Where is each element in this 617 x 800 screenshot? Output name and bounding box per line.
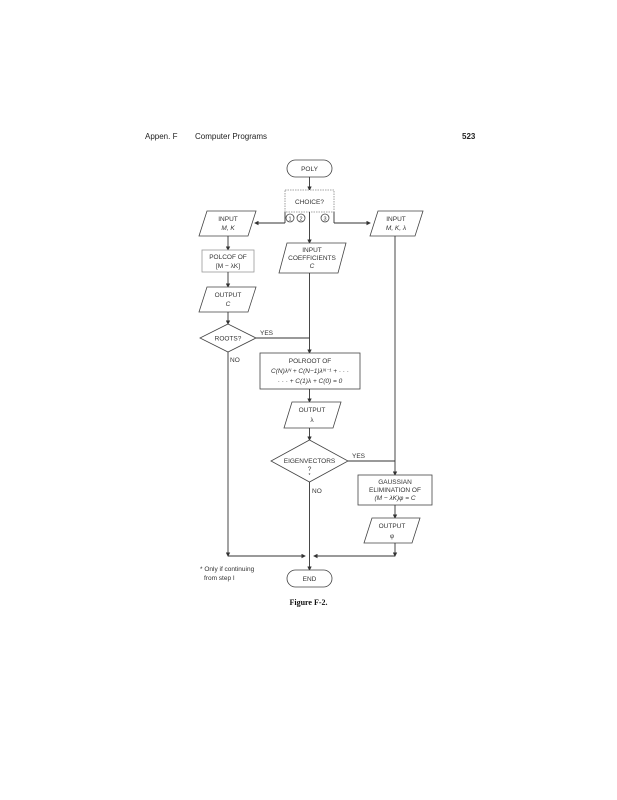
footnote: * Only if continuing from step I — [200, 566, 255, 582]
output-c: OUTPUT C — [198, 286, 257, 313]
svg-text:INPUT: INPUT — [302, 247, 322, 254]
input-m-k: INPUT M, K — [198, 210, 257, 237]
input-coefficients: INPUT COEFFICIENTS C — [278, 242, 347, 274]
svg-text:C(N)λᴺ + C(N−1)λᴺ⁻¹ + · · ·: C(N)λᴺ + C(N−1)λᴺ⁻¹ + · · · — [271, 368, 349, 375]
svg-text:3: 3 — [323, 217, 326, 223]
start-label: POLY — [301, 166, 319, 173]
polcof-process: POLCOF OF [M − λK] — [201, 249, 255, 273]
svg-text:EIGENVECTORS: EIGENVECTORS — [284, 458, 336, 465]
svg-text:COEFFICIENTS: COEFFICIENTS — [288, 255, 336, 262]
start-terminal: POLY — [286, 159, 333, 178]
svg-text:OUTPUT: OUTPUT — [379, 523, 406, 530]
svg-text:POLROOT OF: POLROOT OF — [289, 358, 332, 365]
polroot-process: POLROOT OF C(N)λᴺ + C(N−1)λᴺ⁻¹ + · · · ·… — [259, 352, 361, 390]
output-phi: OUTPUT φ — [363, 517, 421, 544]
svg-text:C: C — [310, 263, 315, 270]
svg-text:ROOTS?: ROOTS? — [215, 336, 242, 343]
svg-text:ELIMINATION OF: ELIMINATION OF — [369, 487, 421, 494]
svg-text:M, K, λ: M, K, λ — [386, 225, 406, 232]
yes-label: YES — [260, 330, 274, 337]
svg-text:λ: λ — [310, 417, 314, 424]
svg-text:OUTPUT: OUTPUT — [299, 407, 326, 414]
svg-text:INPUT: INPUT — [386, 216, 406, 223]
svg-text:(M − λK)φ = C: (M − λK)φ = C — [374, 495, 415, 502]
svg-text:GAUSSIAN: GAUSSIAN — [378, 479, 412, 486]
yes-label: YES — [352, 453, 366, 460]
choice-option-2: 2 — [296, 213, 306, 223]
svg-text:2: 2 — [299, 217, 302, 223]
choice-option-1: 1 — [285, 213, 295, 223]
svg-text:END: END — [303, 576, 317, 583]
eigenvectors-decision: EIGENVECTORS ? * — [270, 439, 349, 483]
no-label: NO — [312, 488, 322, 495]
choice-label: CHOICE? — [295, 199, 324, 206]
svg-text:1: 1 — [288, 217, 291, 223]
output-lambda: OUTPUT λ — [283, 401, 342, 429]
input-m-k-lambda: INPUT M, K, λ — [369, 210, 424, 237]
svg-text:INPUT: INPUT — [218, 216, 238, 223]
header-section: Appen. F — [145, 132, 178, 141]
svg-text:C: C — [226, 301, 231, 308]
roots-decision: ROOTS? — [199, 323, 257, 353]
choice-option-3: 3 — [320, 213, 330, 223]
gaussian-elimination-process: GAUSSIAN ELIMINATION OF (M − λK)φ = C — [357, 474, 433, 506]
figure-caption: Figure F-2. — [289, 598, 328, 607]
svg-text:· · · + C(1)λ + C(0) = 0: · · · + C(1)λ + C(0) = 0 — [278, 378, 343, 385]
page-number: 523 — [462, 132, 476, 141]
svg-text:M, K: M, K — [221, 225, 235, 232]
svg-text:?: ? — [308, 466, 312, 473]
end-terminal: END — [286, 569, 333, 588]
header-title: Computer Programs — [195, 132, 268, 141]
choice-box: CHOICE? — [284, 189, 335, 213]
svg-text:POLCOF OF: POLCOF OF — [209, 254, 247, 261]
svg-text:φ: φ — [390, 533, 394, 540]
svg-text:OUTPUT: OUTPUT — [215, 292, 242, 299]
svg-text:*: * — [309, 473, 311, 479]
svg-text:[M − λK]: [M − λK] — [216, 263, 240, 270]
no-label: NO — [230, 357, 240, 364]
